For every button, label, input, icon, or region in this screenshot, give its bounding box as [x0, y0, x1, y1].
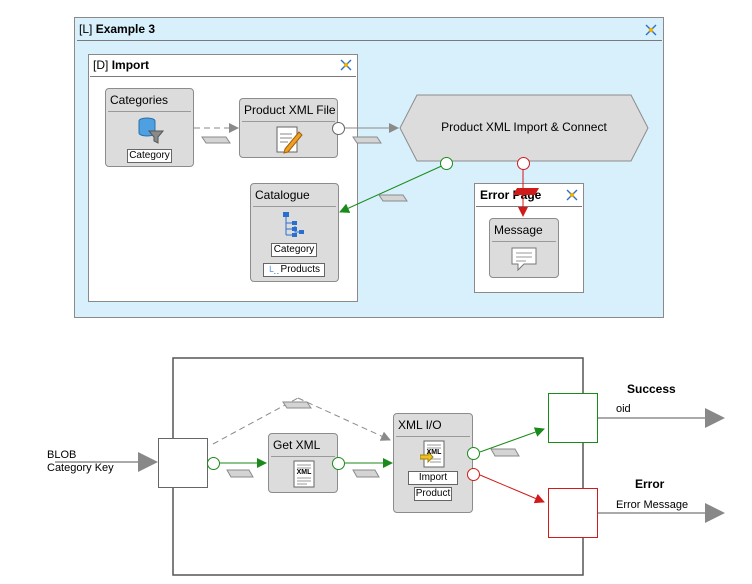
input-arrow — [55, 452, 158, 472]
categories-node[interactable]: Categories Category — [105, 88, 194, 167]
hex-to-catalogue-connector — [339, 163, 447, 213]
success-title: Success — [627, 382, 676, 396]
error-port[interactable] — [517, 157, 530, 170]
frame-prefix: [D] — [93, 58, 109, 72]
output-arrow-success — [598, 408, 725, 428]
example-frame-title: [L] Example 3 — [79, 22, 155, 36]
node-tag: Product — [414, 487, 452, 501]
data-token — [378, 194, 408, 202]
node-separator — [108, 111, 191, 112]
database-filter-icon — [136, 116, 165, 144]
error-port-label: Error Message — [616, 499, 689, 511]
node-tag-with-icon: └‥ Products — [263, 263, 325, 277]
getxml-to-xmlio-connector — [345, 458, 393, 478]
node-label: Product XML Import & Connect — [441, 120, 607, 134]
message-node[interactable]: Message — [489, 218, 559, 278]
error-port[interactable] — [467, 468, 480, 481]
catalogue-node[interactable]: Catalogue Category └‥ Products — [250, 183, 339, 282]
frame-title-separator — [90, 76, 356, 77]
node-title: Catalogue — [255, 188, 310, 202]
node-title: Categories — [110, 93, 169, 107]
xmlio-to-error-connector — [479, 474, 545, 504]
node-separator — [492, 241, 556, 242]
error-title: Error — [635, 477, 665, 491]
xml-icon-text: XML — [296, 469, 312, 476]
xml-document-icon: XML — [293, 460, 315, 488]
node-tag: Category — [127, 149, 172, 163]
product-xml-import-connect-node[interactable]: Product XML Import & Connect — [399, 94, 649, 162]
frame-title: Example 3 — [95, 22, 156, 36]
data-token — [201, 136, 231, 144]
input-port-box[interactable] — [158, 438, 208, 488]
categories-to-xmlfile-connector — [194, 123, 239, 144]
data-token — [513, 188, 539, 195]
output-port[interactable] — [332, 457, 345, 470]
component-boundary — [172, 357, 584, 576]
collapse-icon[interactable] — [565, 188, 579, 202]
input-label-category-key: Category Key — [47, 462, 114, 474]
message-bubble-icon — [510, 246, 538, 272]
frame-title-separator — [77, 40, 662, 41]
node-separator — [396, 436, 470, 437]
xmlio-to-success-connector — [479, 427, 545, 457]
data-token — [282, 401, 312, 409]
edit-document-icon — [275, 125, 303, 155]
get-xml-node[interactable]: Get XML XML — [268, 433, 338, 493]
input-label-blob: BLOB — [47, 449, 77, 461]
error-output-box[interactable] — [548, 488, 598, 538]
frame-prefix: [L] — [79, 22, 93, 36]
xmlfile-to-hex-connector — [345, 123, 399, 144]
node-title: Product XML File — [244, 103, 336, 117]
success-port[interactable] — [467, 447, 480, 460]
node-title: Get XML — [273, 438, 321, 452]
success-output-box[interactable] — [548, 393, 598, 443]
node-title: Message — [494, 223, 543, 237]
tag-label: Products — [280, 264, 320, 275]
collapse-icon[interactable] — [339, 58, 353, 72]
xml-io-node[interactable]: XML I/O XML Import Product — [393, 413, 473, 513]
node-separator — [271, 456, 335, 457]
collapse-icon[interactable] — [644, 23, 658, 37]
data-token — [490, 448, 520, 457]
tree-icon — [282, 211, 308, 239]
output-port[interactable] — [207, 457, 220, 470]
data-token — [352, 469, 380, 478]
input-to-getxml-connector — [219, 458, 267, 478]
success-port-label: oid — [616, 403, 631, 415]
node-tag: Import — [408, 471, 458, 485]
node-title: XML I/O — [398, 418, 442, 432]
node-separator — [253, 206, 336, 207]
xml-import-icon: XML — [419, 440, 446, 468]
success-port[interactable] — [440, 157, 453, 170]
frame-title: Import — [111, 58, 150, 72]
node-separator — [242, 121, 335, 122]
product-xml-file-node[interactable]: Product XML File — [239, 98, 338, 158]
output-port[interactable] — [332, 122, 345, 135]
dashed-bypass-connector — [212, 397, 391, 445]
data-token — [352, 136, 382, 144]
import-frame-title: [D] Import — [93, 58, 149, 72]
frame-title-separator — [476, 206, 582, 207]
node-tag: Category — [271, 243, 317, 257]
hex-to-message-connector — [513, 164, 539, 217]
xml-icon-text: XML — [426, 449, 442, 456]
output-arrow-error — [598, 503, 725, 523]
data-token — [226, 469, 254, 478]
tree-small-icon: └‥ — [267, 266, 280, 276]
